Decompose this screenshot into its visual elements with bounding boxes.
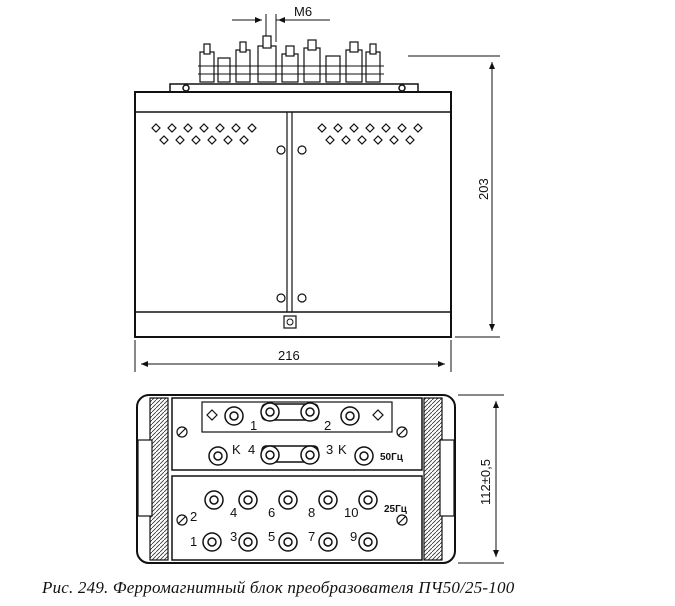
terminal-label-lower-even: 2 (190, 509, 197, 524)
depth-dimension: 112±0,5 (458, 394, 504, 564)
m6-dimension: M6 (232, 4, 330, 42)
height-dimension: 203 (408, 55, 500, 338)
terminal-label-lower-even: 4 (230, 505, 237, 520)
front-view: M6 (134, 4, 500, 372)
housing-front (134, 91, 452, 338)
mount-screws (176, 426, 408, 526)
panel-screws (276, 145, 307, 303)
top-view: 1 2 K 4 3 K 50Гц 25Гц 2 4 6 8 10 1 3 5 7 9 112±0,… (136, 394, 504, 564)
width-label: 216 (278, 348, 300, 363)
height-label: 203 (476, 178, 491, 200)
terminal-label-top-1: 1 (250, 418, 257, 433)
terminal-label-lower-even: 8 (308, 505, 315, 520)
figure-caption: Рис. 249. Ферромагнитный блок преобразов… (42, 578, 515, 597)
terminal-nuts (202, 402, 378, 552)
terminal-label-lower-odd: 5 (268, 529, 275, 544)
ventilation-holes (151, 123, 423, 145)
terminal-label-mid-3: 3 (326, 442, 333, 457)
width-dimension: 216 (134, 340, 452, 372)
terminal-label-lower-odd: 1 (190, 534, 197, 549)
terminal-label-lower-odd: 9 (350, 529, 357, 544)
terminal-label-top-2: 2 (324, 418, 331, 433)
k-label-right: K (338, 442, 347, 457)
terminal-label-mid-4: 4 (248, 442, 255, 457)
terminal-label-lower-odd: 7 (308, 529, 315, 544)
lower-terminal-labels: 2 4 6 8 10 1 3 5 7 9 (190, 505, 358, 549)
terminal-label-lower-even: 10 (344, 505, 358, 520)
terminal-label-lower-odd: 3 (230, 529, 237, 544)
k-label-left: K (232, 442, 241, 457)
freq-25-label: 25Гц (384, 504, 408, 515)
freq-50-label: 50Гц (380, 452, 404, 463)
m6-label: M6 (294, 4, 312, 19)
terminal-label-lower-even: 6 (268, 505, 275, 520)
terminal-studs (198, 35, 384, 83)
depth-label: 112±0,5 (478, 459, 493, 505)
